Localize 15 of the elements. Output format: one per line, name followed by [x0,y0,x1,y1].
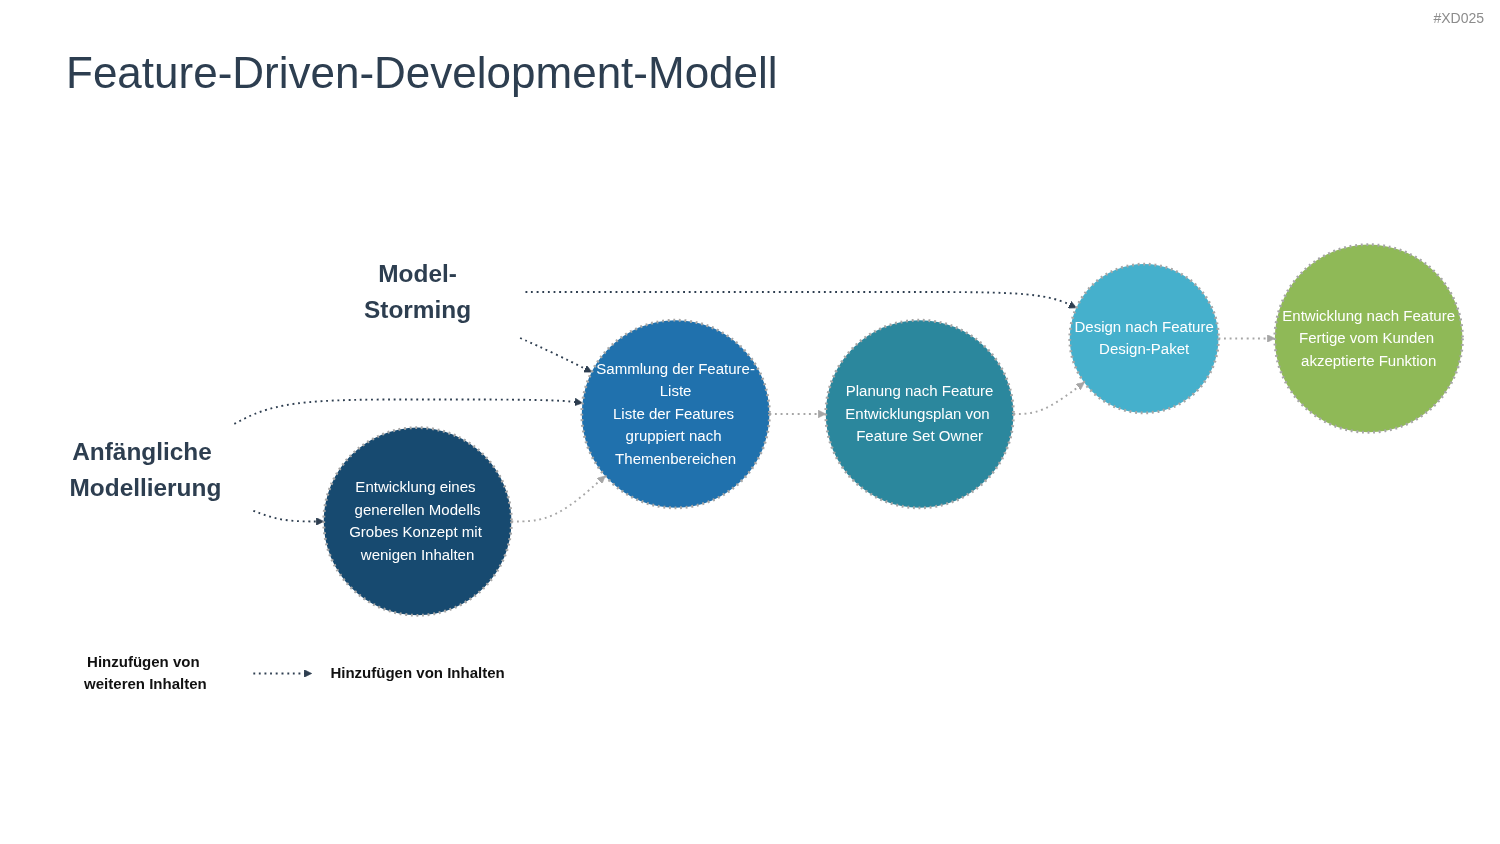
node-circle: Sammlung der Feature-Liste Liste der Features gruppiert nach Themenbereichen [580,318,771,510]
node-text: Model-Storming [364,259,472,324]
node-text: Anfängliche Modellierung [69,436,222,502]
arrow [233,397,583,425]
node-circle: Entwicklung nach Feature Fertige vom Kunden akzeptierte Funktion [1273,243,1464,434]
diagram-title: Feature-Driven-Development-Modell [66,48,778,98]
arrow [519,337,593,373]
node-text: Hinzufügen von weiteren Inhalten [84,653,207,693]
node-circle: Design nach Feature Design-Paket [1068,262,1220,415]
reference-code: #XD025 [1433,10,1484,26]
node-circle: Planung nach Feature Entwicklungsplan von Feature Set Owner [824,318,1015,510]
arrow [252,669,312,678]
node-text: Hinzufügen von Inhalten [330,665,505,681]
arrow [524,291,1077,309]
node-circle: Entwicklung eines generellen Modells Grobes Konzept mit wenigen Inhalten [322,426,513,617]
